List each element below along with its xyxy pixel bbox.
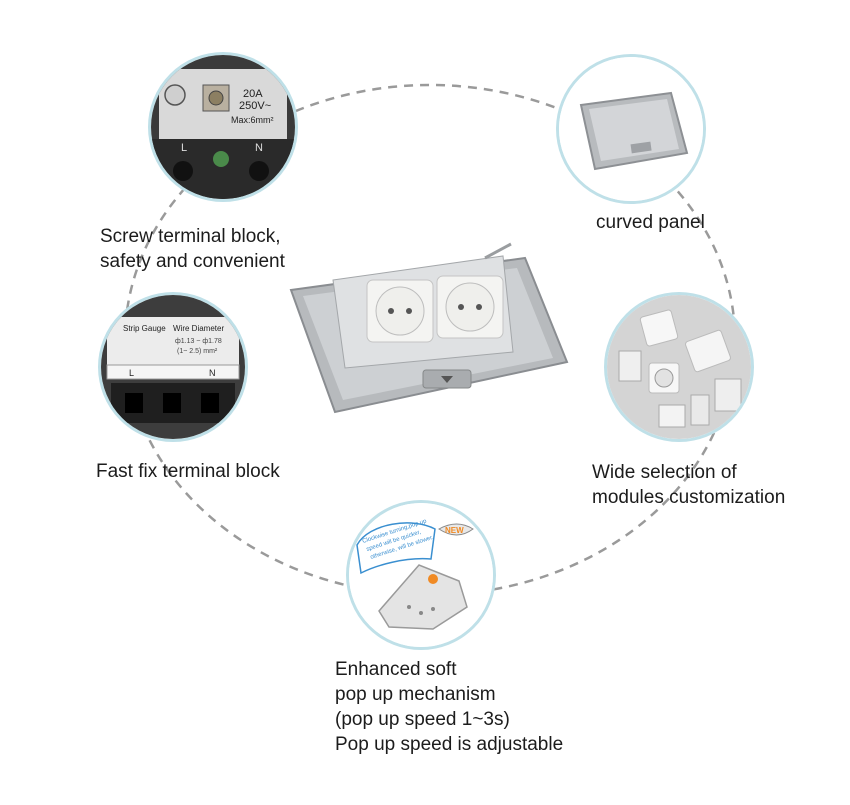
screw-terminal-photo: 20A 250V~ Max:6mm² L N [148, 52, 298, 202]
terminal-n-label: N [255, 142, 263, 154]
fast-fix-n-label: N [209, 368, 216, 378]
fast-fix-caption: Fast fix terminal block [96, 461, 280, 482]
fast-fix-terminal-photo: Strip Gauge Wire Diameter ф1.13 ~ ф1.78 … [98, 292, 248, 442]
rating-text-1: 20A [243, 88, 263, 100]
floor-socket-product [289, 242, 569, 414]
wire-diameter-label: Wire Diameter [173, 324, 224, 333]
modules-caption: Wide selection of modules customization [592, 462, 786, 508]
new-badge: NEW [445, 526, 464, 535]
modules-photo [604, 292, 754, 442]
curved-panel-photo [556, 54, 706, 204]
rating-text-2: 250V~ [239, 100, 271, 112]
rating-text-3: Max:6mm² [231, 115, 274, 125]
screw-terminal-caption: Screw terminal block, safety and conveni… [100, 226, 285, 272]
strip-gauge-label: Strip Gauge [123, 324, 166, 333]
popup-mechanism-photo: Clockwise turning,pop up speed will be q… [346, 500, 496, 650]
mechanism-caption: Enhanced soft pop up mechanism (pop up s… [335, 659, 564, 755]
curved-panel-caption: curved panel [596, 212, 705, 233]
diameter-mm-label: (1~ 2.5) mm² [177, 348, 218, 355]
terminal-l-label: L [181, 142, 187, 154]
fast-fix-l-label: L [129, 368, 134, 378]
diameter-range-label: ф1.13 ~ ф1.78 [175, 338, 222, 345]
